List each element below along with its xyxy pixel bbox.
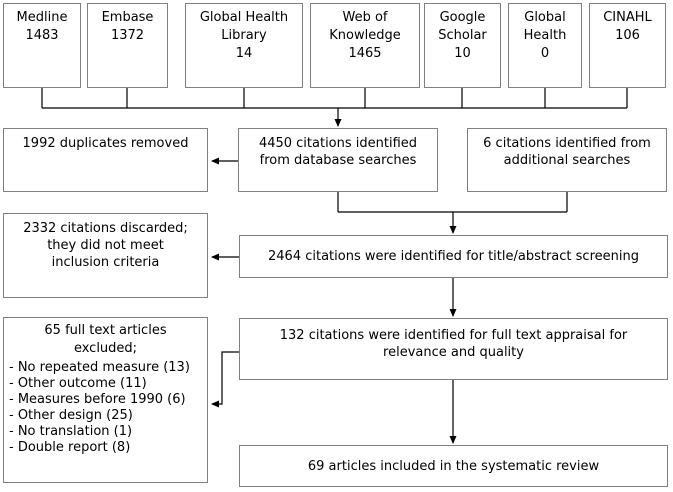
full-text-appraisal-line1: 132 citations were identified for full t… — [279, 328, 628, 343]
source-count: 0 — [540, 46, 550, 61]
additional-citations-box: 6 citations identified from additional s… — [467, 128, 667, 192]
discarded-line3: inclusion criteria — [51, 255, 160, 270]
discarded-line2: they did not meet — [47, 238, 164, 253]
duplicates-removed-box: 1992 duplicates removed — [3, 128, 208, 192]
discarded-line1: 2332 citations discarded; — [23, 221, 188, 236]
merge-rail-database-additional — [337, 192, 568, 213]
source-box-google-scholar: Google Scholar 10 — [424, 3, 501, 88]
title-abstract-screening-text: 2464 citations were identified for title… — [268, 249, 639, 264]
additional-citations-line1: 6 citations identified from — [483, 136, 651, 151]
database-citations-box: 4450 citations identified from database … — [238, 128, 438, 192]
title-abstract-screening-box: 2464 citations were identified for title… — [239, 235, 668, 278]
exclusion-reason-list: - No repeated measure (13) - Other outco… — [4, 360, 207, 456]
included-articles-text: 69 articles included in the systematic r… — [307, 458, 600, 474]
source-label: CINAHL — [603, 10, 652, 25]
source-box-cinahl: CINAHL 106 — [589, 3, 666, 88]
excluded-title-line2: excluded; — [73, 341, 138, 356]
discarded-citations-box: 2332 citations discarded; they did not m… — [3, 213, 208, 298]
database-citations-line2: from database searches — [259, 153, 417, 168]
full-text-appraisal-box: 132 citations were identified for full t… — [239, 318, 668, 380]
source-count: 10 — [454, 46, 471, 61]
arrow-to-excluded-box — [211, 351, 239, 408]
exclusion-reason: - Measures before 1990 (6) — [9, 392, 186, 407]
exclusion-reason: - No repeated measure (13) — [9, 360, 190, 375]
included-articles-box: 69 articles included in the systematic r… — [239, 445, 668, 487]
source-label: Embase — [101, 10, 154, 25]
source-label: Global Health Library — [199, 10, 289, 43]
exclusion-reason: - Double report (8) — [9, 440, 131, 455]
source-label: Google Scholar — [438, 10, 487, 43]
full-text-appraisal-line2: relevance and quality — [383, 345, 524, 360]
source-label: Web of Knowledge — [329, 10, 401, 43]
source-count: 106 — [615, 28, 640, 43]
excluded-title-line1: 65 full text articles — [44, 323, 167, 338]
source-count: 1372 — [110, 28, 145, 43]
source-label: Medline — [16, 10, 68, 25]
source-box-embase: Embase 1372 — [87, 3, 168, 88]
source-count: 14 — [235, 46, 253, 61]
duplicates-removed-text: 1992 duplicates removed — [22, 136, 189, 151]
source-box-medline: Medline 1483 — [3, 3, 81, 88]
exclusion-reason: - Other outcome (11) — [9, 376, 147, 391]
source-count: 1465 — [348, 46, 382, 61]
source-merge-rail — [41, 88, 628, 109]
source-box-global-health-library: Global Health Library 14 — [185, 3, 303, 88]
source-box-web-of-knowledge: Web of Knowledge 1465 — [310, 3, 420, 88]
exclusion-reason: - Other design (25) — [9, 408, 133, 423]
excluded-articles-box: 65 full text articles excluded; - No rep… — [3, 317, 208, 483]
additional-citations-line2: additional searches — [503, 153, 631, 168]
source-box-global-health: Global Health 0 — [508, 3, 582, 88]
database-citations-line1: 4450 citations identified — [258, 136, 418, 151]
exclusion-reason: - No translation (1) — [9, 424, 133, 439]
source-label: Global Health — [523, 10, 567, 43]
source-count: 1483 — [25, 28, 59, 43]
